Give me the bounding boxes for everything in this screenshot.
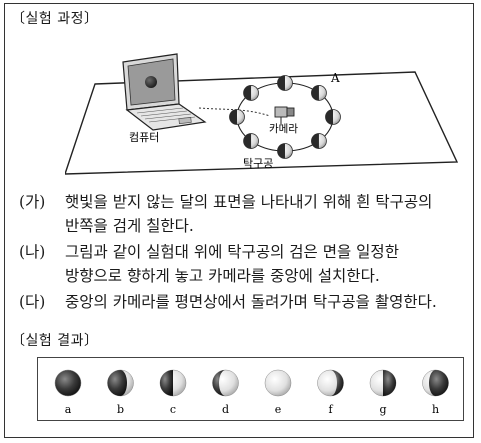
ping-pong-ball bbox=[311, 85, 327, 101]
steps-list: (가) 햇빛을 받지 않는 달의 표면을 나타내기 위해 흰 탁구공의 반쪽을 검… bbox=[19, 190, 471, 316]
photo-label: d bbox=[222, 403, 229, 416]
laptop-icon bbox=[122, 53, 207, 131]
camera-icon bbox=[274, 106, 295, 124]
moon-photo-e: e bbox=[264, 369, 292, 416]
wire bbox=[198, 107, 271, 117]
ping-pong-ball bbox=[277, 143, 293, 159]
photo-label: e bbox=[275, 403, 282, 416]
ping-pong-ball bbox=[243, 133, 259, 149]
moon-photo-d: d bbox=[212, 369, 239, 416]
moon-photo-g: g bbox=[369, 369, 397, 416]
results-heading: 〔실험 결과〕 bbox=[11, 333, 99, 349]
step-item: (가) 햇빛을 받지 않는 달의 표면을 나타내기 위해 흰 탁구공의 반쪽을 검… bbox=[19, 190, 471, 238]
moon-photo-b: b bbox=[107, 369, 134, 416]
process-heading: 〔실험 과정〕 bbox=[11, 11, 99, 27]
moon-photo-f: f bbox=[317, 369, 344, 416]
ping-pong-ball bbox=[243, 85, 259, 101]
step-text: 그림과 같이 실험대 위에 탁구공의 검은 면을 일정한 bbox=[65, 243, 399, 261]
photo-label: c bbox=[170, 403, 176, 416]
computer-label: 컴퓨터 bbox=[129, 131, 159, 144]
experiment-illustration: 컴퓨터 카메라 A 탁구공 bbox=[65, 53, 459, 175]
step-text: 중앙의 카메라를 평면상에서 돌려가며 탁구공을 촬영한다. bbox=[65, 293, 437, 311]
step-label: (다) bbox=[19, 293, 46, 311]
camera-label: 카메라 bbox=[269, 123, 298, 135]
photo-label: g bbox=[379, 403, 386, 416]
position-a-label: A bbox=[330, 71, 340, 85]
results-box: a b c d e f g h bbox=[37, 357, 464, 421]
ping-pong-ball bbox=[229, 109, 245, 125]
photo-label: f bbox=[328, 403, 333, 416]
ping-pong-ball bbox=[277, 75, 293, 91]
step-text-cont: 방향으로 향하게 놓고 카메라를 중앙에 설치한다. bbox=[65, 267, 380, 285]
ping-pong-balls bbox=[229, 75, 341, 159]
step-label: (나) bbox=[19, 243, 46, 261]
photo-label: a bbox=[65, 403, 72, 416]
moon-photo-c: c bbox=[159, 369, 187, 416]
photo-label: h bbox=[432, 403, 439, 416]
balls-label: 탁구공 bbox=[243, 157, 273, 170]
step-text: 햇빛을 받지 않는 달의 표면을 나타내기 위해 흰 탁구공의 bbox=[65, 193, 433, 211]
step-text-cont: 반쪽을 검게 칠한다. bbox=[65, 217, 194, 235]
moon-photo-a: a bbox=[54, 369, 82, 416]
photo-label: b bbox=[117, 403, 124, 416]
step-item: (다) 중앙의 카메라를 평면상에서 돌려가며 탁구공을 촬영한다. bbox=[19, 290, 471, 314]
problem-frame: 〔실험 과정〕 bbox=[4, 3, 474, 438]
moon-photo-h: h bbox=[422, 369, 449, 416]
step-label: (가) bbox=[19, 193, 46, 211]
step-item: (나) 그림과 같이 실험대 위에 탁구공의 검은 면을 일정한 방향으로 향하게… bbox=[19, 240, 471, 288]
moon-phase-photos: a b c d e f g h bbox=[54, 369, 449, 416]
ping-pong-ball bbox=[311, 133, 327, 149]
ping-pong-ball bbox=[325, 109, 341, 125]
